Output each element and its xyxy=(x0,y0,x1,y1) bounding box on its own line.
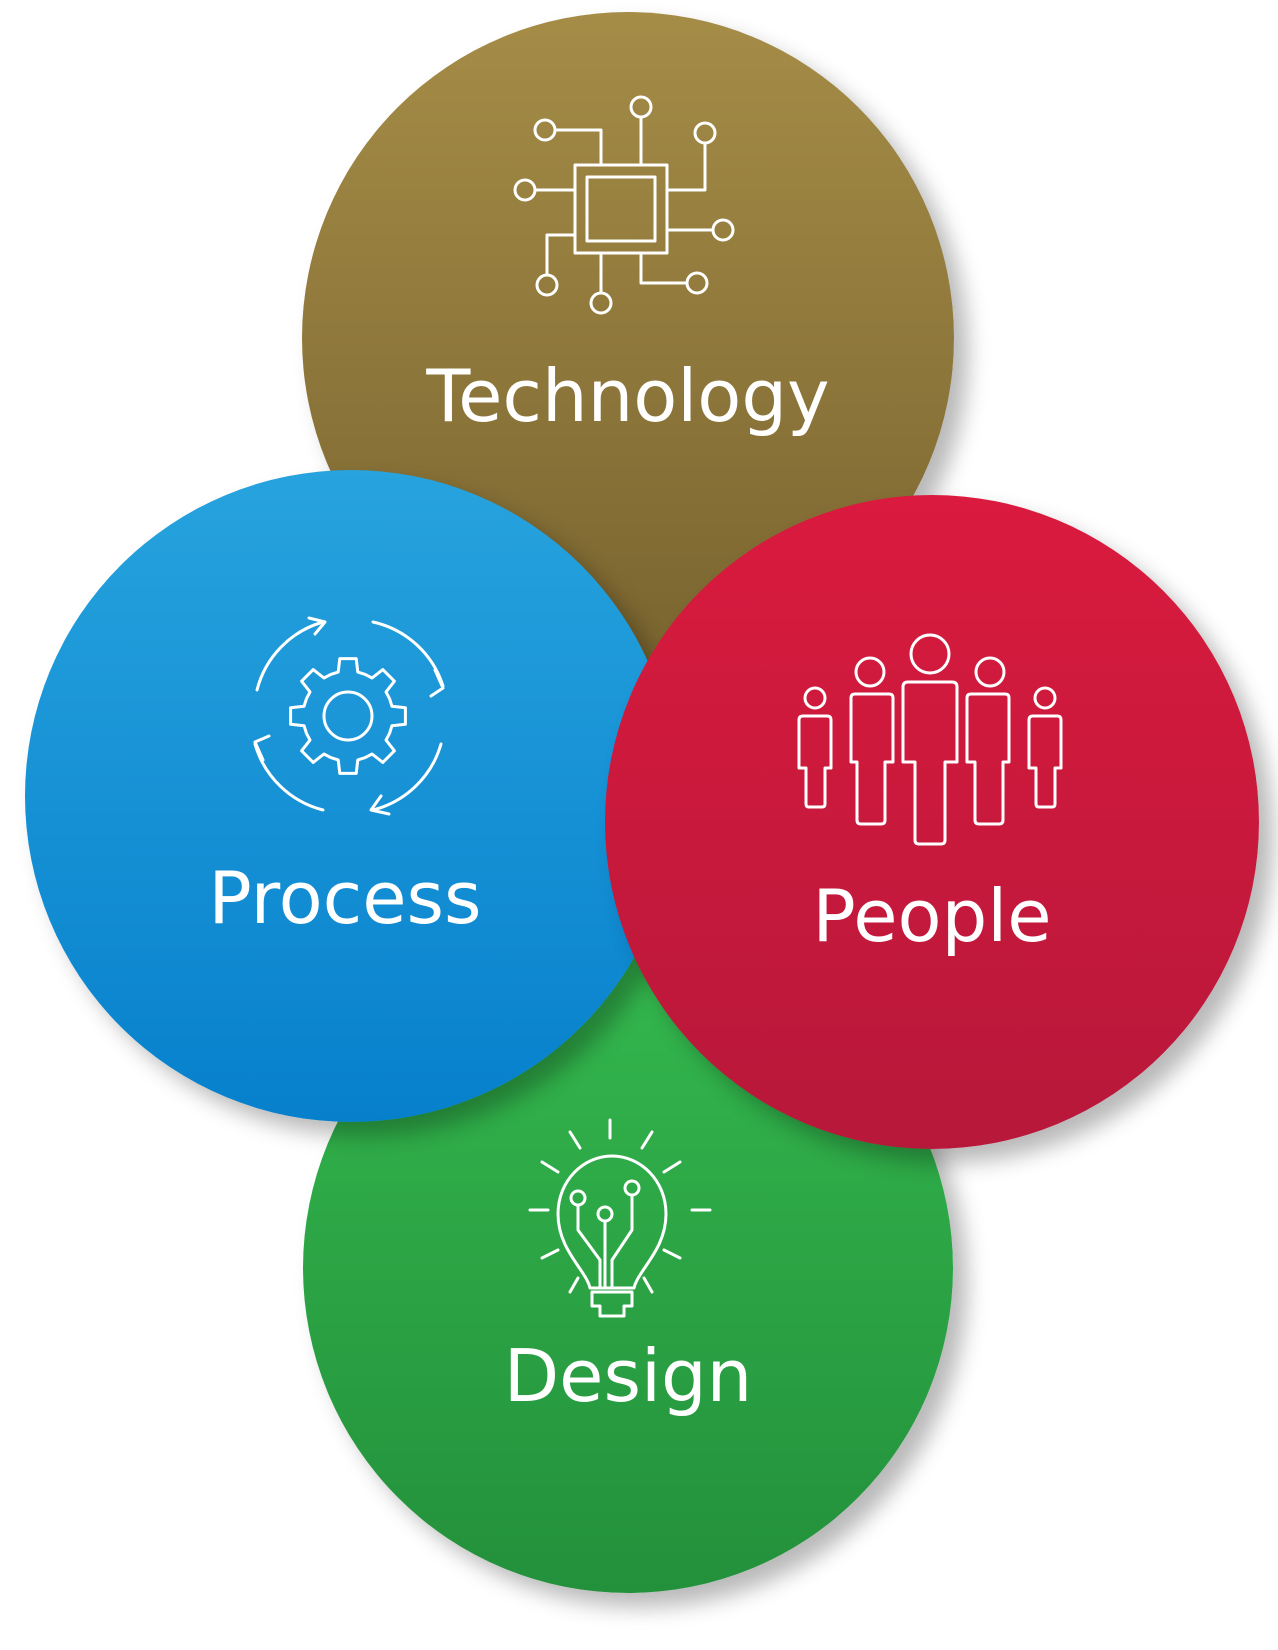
people-group-icon xyxy=(795,632,1065,852)
process-label: Process xyxy=(208,856,482,940)
design-label: Design xyxy=(503,1334,753,1418)
people-label: People xyxy=(812,874,1052,958)
lightbulb-icon xyxy=(528,1110,718,1340)
gear-cycle-icon xyxy=(235,600,465,830)
circuit-chip-icon xyxy=(513,95,745,325)
technology-label: Technology xyxy=(426,354,830,438)
people-circle xyxy=(605,495,1259,1149)
process-circle xyxy=(25,470,677,1122)
